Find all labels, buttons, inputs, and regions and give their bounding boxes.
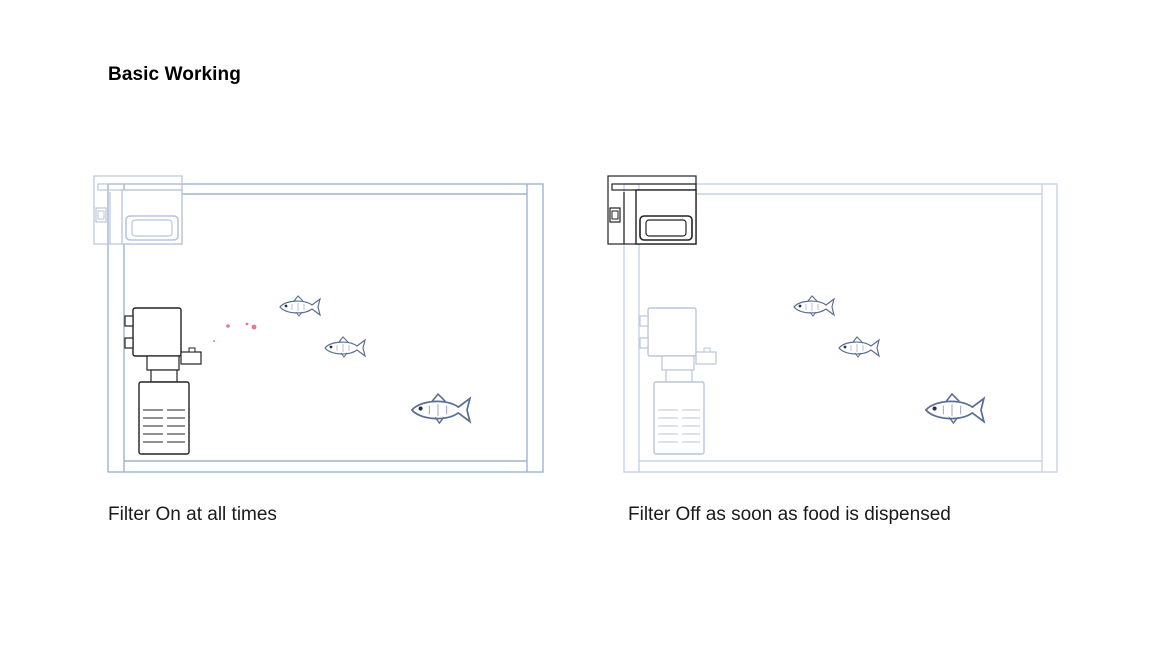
caption-filter-on: Filter On at all times <box>108 504 277 525</box>
tank-left <box>93 175 544 473</box>
food-particles <box>213 322 257 342</box>
filter-device <box>124 307 202 455</box>
caption-filter-off: Filter Off as soon as food is dispensed <box>628 504 951 525</box>
fish-3 <box>925 393 985 424</box>
fish-2 <box>838 336 880 358</box>
fish-2 <box>324 336 366 358</box>
fish-3 <box>411 393 471 424</box>
feeder-device <box>607 175 697 245</box>
tank-right <box>607 175 1058 473</box>
feeder-device <box>93 175 183 245</box>
filter-device <box>639 307 717 455</box>
page-title: Basic Working <box>108 64 241 85</box>
fish-1 <box>279 295 321 317</box>
fish-1 <box>793 295 835 317</box>
